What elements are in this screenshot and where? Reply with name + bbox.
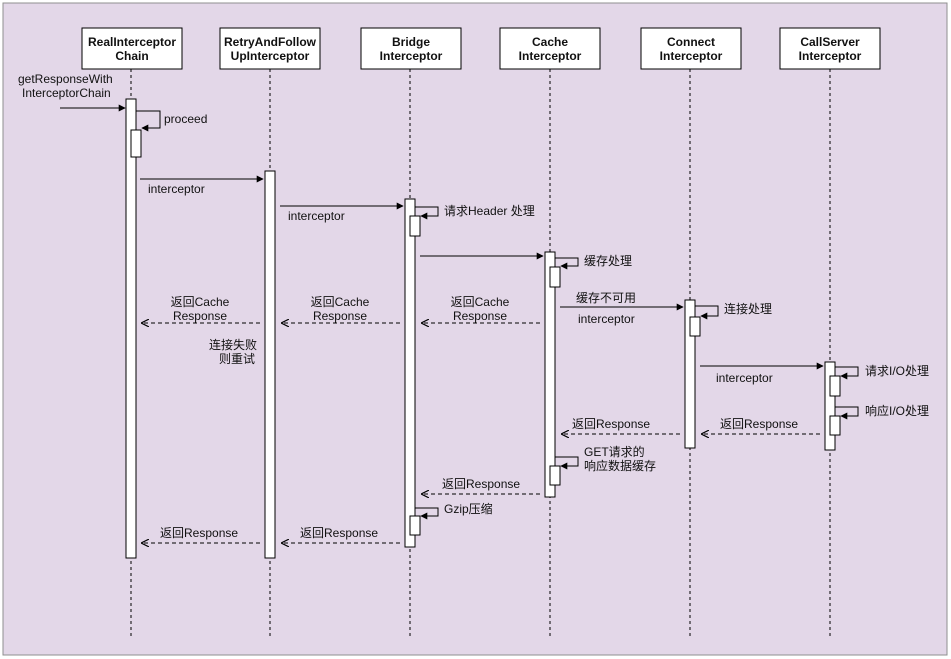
participant-connect-interceptor: Connect Interceptor xyxy=(640,27,742,70)
activation-bars xyxy=(125,98,841,559)
header-process-label: 请求Header 处理 xyxy=(444,204,535,218)
connect-process-label: 连接处理 xyxy=(724,301,772,316)
activation-bar xyxy=(130,129,142,158)
self-call-arrow xyxy=(415,206,439,220)
io-response-label: 响应I/O处理 xyxy=(865,403,929,418)
activation-bar xyxy=(549,465,561,486)
cache-store-label: GET请求的 xyxy=(584,444,645,459)
retry-label: 连接失败 xyxy=(209,337,257,352)
self-call-arrow xyxy=(695,305,719,320)
self-call-arrow xyxy=(555,456,579,470)
participant-label: Interceptor xyxy=(380,49,443,63)
return-response-label: 返回Response xyxy=(572,417,650,431)
participant-label: Cache xyxy=(532,35,568,49)
participant-label: RealInterceptor xyxy=(88,35,176,49)
activation-bar xyxy=(689,316,701,337)
return-cache-label: 返回Cache xyxy=(451,295,510,309)
activation-bar xyxy=(824,361,836,451)
cache-store-label: 响应数据缓存 xyxy=(584,458,656,473)
self-call-arrow xyxy=(136,110,161,132)
participant-real-interceptor-chain: RealInterceptor Chain xyxy=(81,27,183,70)
entry-label: getResponseWith xyxy=(18,72,113,86)
activation-bar xyxy=(684,299,696,449)
participant-cache-interceptor: Cache Interceptor xyxy=(499,27,601,70)
proceed-label: proceed xyxy=(164,112,207,126)
participant-label: RetryAndFollow xyxy=(224,35,317,49)
activation-bar xyxy=(404,198,416,548)
io-request-label: 请求I/O处理 xyxy=(865,364,929,378)
return-response-label: 返回Response xyxy=(160,526,238,540)
participant-label: Interceptor xyxy=(519,49,582,63)
return-response-label: 返回Response xyxy=(720,417,798,431)
interceptor-label: interceptor xyxy=(288,209,345,223)
retry-label: 则重试 xyxy=(219,351,255,366)
activation-bar xyxy=(549,266,561,288)
message-labels: getResponseWith InterceptorChain proceed… xyxy=(18,72,929,540)
participant-label: CallServer xyxy=(800,35,860,49)
participant-call-server-interceptor: CallServer Interceptor xyxy=(779,27,881,70)
activation-bar xyxy=(829,415,841,436)
self-call-arrow xyxy=(835,366,859,380)
call-arrows xyxy=(60,104,824,370)
participant-label: Bridge xyxy=(392,35,430,49)
return-cache-label: Response xyxy=(313,309,367,323)
self-call-arrow xyxy=(415,507,439,520)
return-response-label: 返回Response xyxy=(442,477,520,491)
participant-label: Chain xyxy=(115,49,148,63)
entry-label: InterceptorChain xyxy=(22,86,111,100)
return-cache-label: Response xyxy=(453,309,507,323)
activation-bar xyxy=(829,375,841,397)
participant-retry-follow-up-interceptor: RetryAndFollow UpInterceptor xyxy=(219,27,321,70)
return-cache-label: 返回Cache xyxy=(311,295,370,309)
activation-bar xyxy=(125,98,137,559)
activation-bar xyxy=(264,170,276,559)
participant-label: Connect xyxy=(667,35,715,49)
interceptor-label: interceptor xyxy=(148,182,205,196)
return-response-label: 返回Response xyxy=(300,526,378,540)
participant-bridge-interceptor: Bridge Interceptor xyxy=(360,27,462,70)
self-call-arrow xyxy=(555,257,579,270)
participant-label: Interceptor xyxy=(660,49,723,63)
activation-bar xyxy=(544,251,556,498)
interceptor-label: interceptor xyxy=(716,371,773,385)
self-call-arrows xyxy=(136,110,859,520)
return-cache-label: Response xyxy=(173,309,227,323)
gzip-label: Gzip压缩 xyxy=(444,501,493,516)
cache-unavailable-label: 缓存不可用 xyxy=(576,291,636,305)
self-call-arrow xyxy=(835,406,859,420)
activation-bar xyxy=(409,215,421,237)
return-arrows xyxy=(142,323,820,543)
activation-bar xyxy=(409,515,421,536)
return-cache-label: 返回Cache xyxy=(171,295,230,309)
participant-label: Interceptor xyxy=(799,49,862,63)
cache-process-label: 缓存处理 xyxy=(584,254,632,268)
participant-label: UpInterceptor xyxy=(231,49,310,63)
interceptor-label: interceptor xyxy=(578,312,635,326)
